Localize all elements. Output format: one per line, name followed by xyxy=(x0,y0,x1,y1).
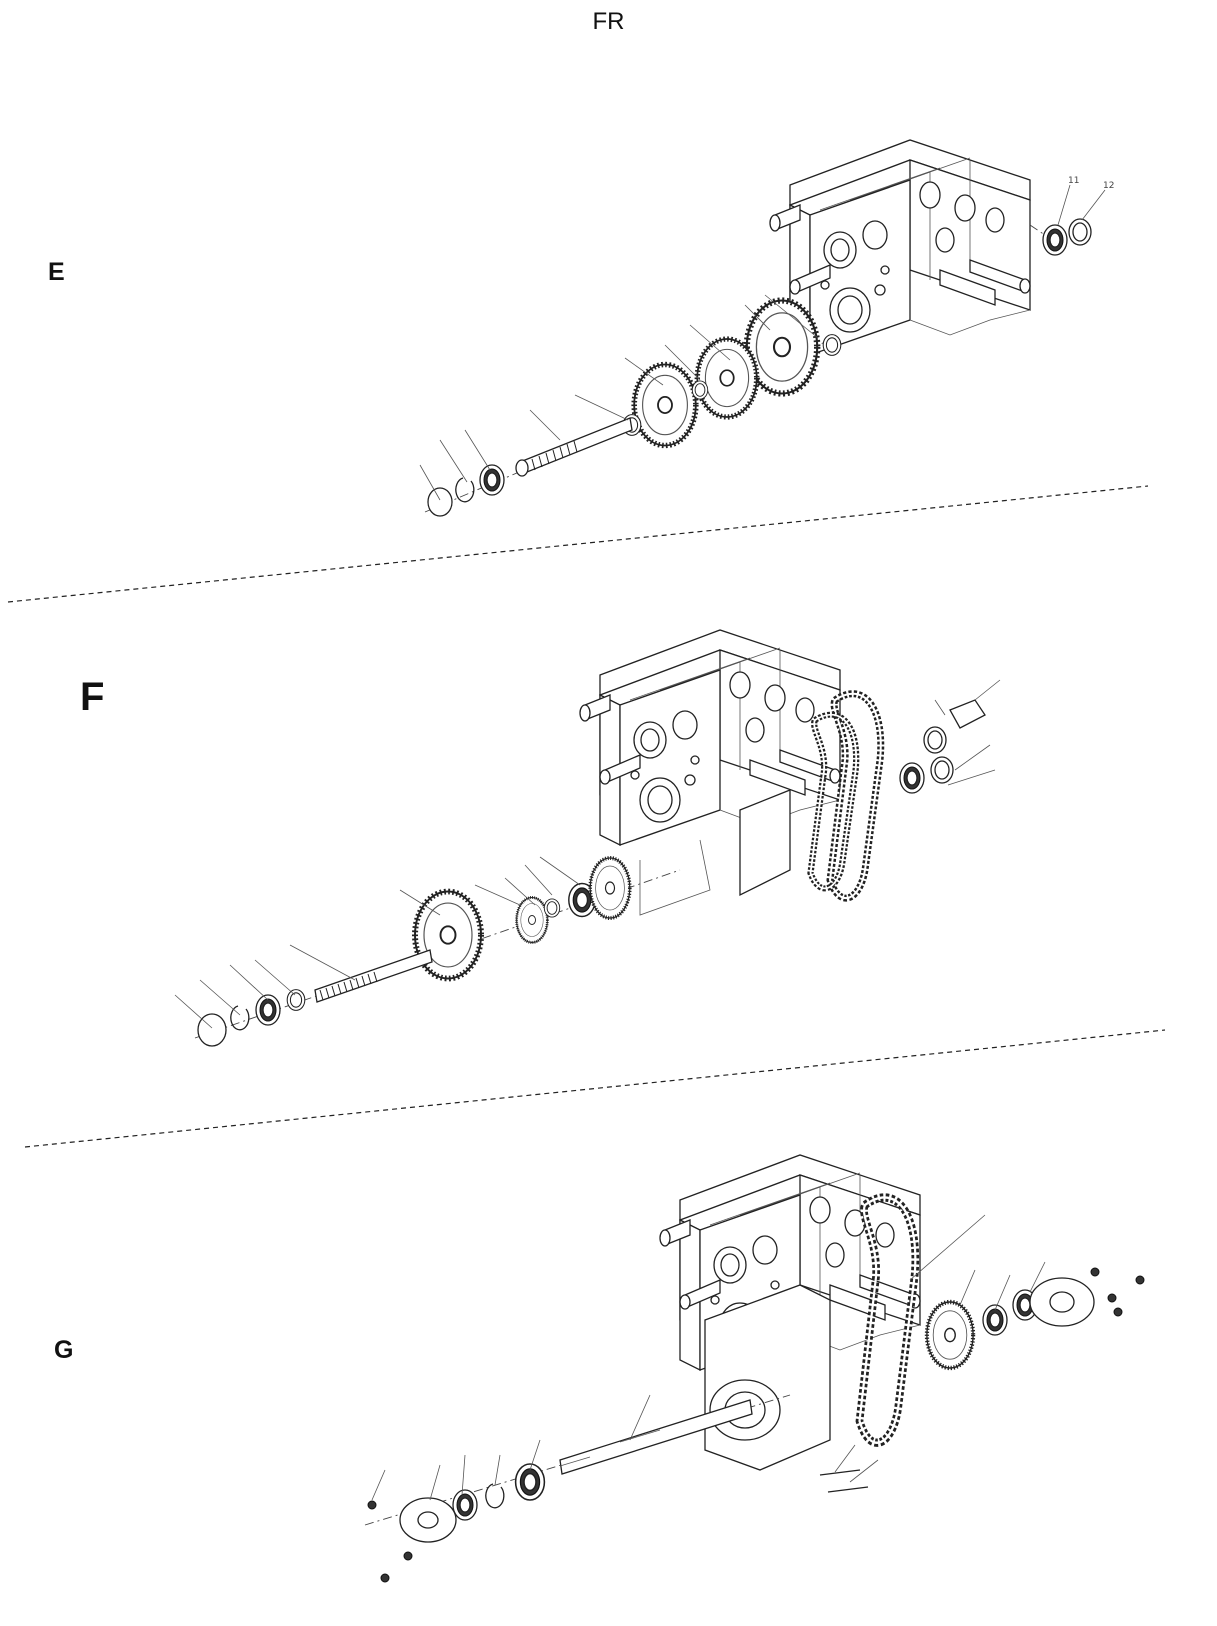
assembly-f xyxy=(174,629,1001,1047)
separator-fg xyxy=(24,1029,1166,1148)
section-label-f: F xyxy=(80,675,105,719)
assembly-g xyxy=(364,1154,1145,1583)
washer-f-12 xyxy=(923,726,947,754)
separator-ef xyxy=(7,485,1149,603)
gear-f-11 xyxy=(588,856,632,920)
gear-e-8 xyxy=(697,339,756,417)
svg-text:12: 12 xyxy=(1103,181,1114,191)
bearing-f-14 xyxy=(899,762,925,794)
bush-e-10 xyxy=(822,334,842,356)
gear-f-8 xyxy=(415,892,481,979)
bracket-f-13 xyxy=(949,699,986,729)
cap-e-1 xyxy=(427,487,453,517)
circlip-e-2 xyxy=(455,477,475,503)
section-label-e: E xyxy=(48,258,65,286)
svg-text:11: 11 xyxy=(1068,176,1079,186)
gearbox-housing-f xyxy=(579,629,841,846)
seal-f-15 xyxy=(930,756,954,784)
page-title: FR xyxy=(592,8,625,35)
bearing-e-11 xyxy=(1042,224,1068,256)
bearing-g-2 xyxy=(452,1489,478,1521)
spacer-e-7 xyxy=(691,380,709,400)
bearing-e-3 xyxy=(479,464,505,496)
assembly-e: 11 12 xyxy=(419,139,1114,517)
washer-f-9 xyxy=(543,898,561,918)
seal-e-12 xyxy=(1068,218,1092,246)
gear-e-6 xyxy=(634,365,696,446)
nut-f-4 xyxy=(286,989,306,1011)
circlip-g-3 xyxy=(485,1483,505,1509)
shaft-g-4 xyxy=(559,1399,753,1475)
section-label-g: G xyxy=(54,1336,74,1364)
sprocket-f-6 xyxy=(515,896,549,944)
sprocket-g-13 xyxy=(927,1302,973,1368)
